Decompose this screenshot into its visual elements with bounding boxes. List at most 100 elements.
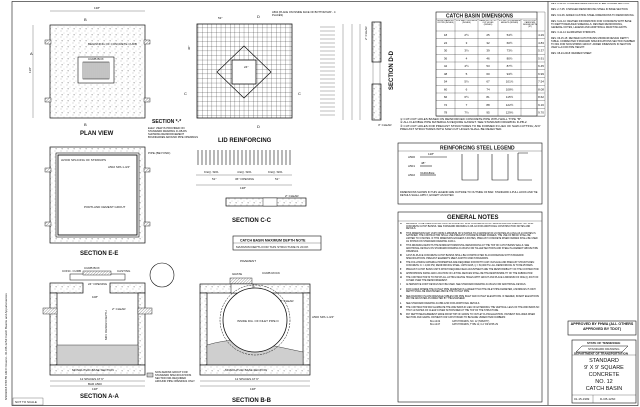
table-cell: 4½ [464, 64, 469, 68]
ee-grout-label: PORTLAND CEMENT GROUT [84, 205, 126, 209]
table-cell: 5.37 [538, 49, 544, 53]
section-d-d: 2" CLEAR 3" CLEAR SECTION D-D [364, 21, 395, 127]
cc-total: 138" [240, 186, 246, 190]
note-text: THIS DIMENSION MAY VARY FROM A MINIMUM O… [406, 232, 538, 243]
dd-clear-top: 2" CLEAR [364, 26, 368, 40]
lid-reinforcing: 24" 53" 30" A504 (PLACE ON INSIDE FACE O… [184, 11, 361, 144]
cut-line-a: A [30, 51, 33, 56]
rebar-legend: REINFORCING STEEL LEGEND A500 128" A501 … [397, 142, 543, 205]
table-cell: 60½ [507, 41, 513, 45]
cc-spacing-mid: 4 EQ. SPA. [237, 170, 252, 174]
revision-entry: REV. 9-9-06: ADDED CASTING STEEL DIMENSI… [551, 13, 635, 17]
table-cell: 48 [444, 72, 448, 76]
rebar-len-a500: 128" [428, 152, 434, 156]
note-text: PRECAST CATCH BASIN UNITS WHICH REQUIRE … [406, 268, 540, 271]
table-header-cell: DIAMETER OF CUT-OUT HOLES (INCHES) [479, 19, 497, 26]
table-cell: 24 [444, 41, 448, 45]
table-cell: 115½ [506, 95, 514, 99]
note-letter: F [400, 268, 402, 271]
pay-item-number: 611-12.07 [430, 323, 441, 326]
note-text: THE FOLLOWING MATERIAL PROPERTIES ARE RE… [406, 261, 535, 267]
revision-entry: REV. 06-15-15: REVISED CATCH BASIN MINIM… [551, 37, 635, 50]
note-text: THIS DRAWING DEPICTS THE MINIMUM HORIZON… [406, 245, 538, 253]
bb-label-pipe: INSIDE DIA. OF INLET PIPE D [237, 319, 279, 323]
max-depth-title: CATCH BASIN MAXIMUM DEPTH NOTE [240, 239, 306, 243]
table-cell: 5.91 [538, 56, 544, 60]
cc-dim-opening: 36" OPENING [235, 177, 255, 181]
table-cell: 9.70 [538, 111, 544, 115]
dimensions-table-title: CATCH BASIN DIMENSIONS [446, 14, 514, 20]
plan-view: CURB BOX BEGINNING OF CONCRETE CURB 138"… [28, 6, 151, 137]
cut-line-c-left: C [184, 91, 187, 96]
rebar-mark-a500: A500 [408, 155, 415, 159]
table-cell: 67 [486, 80, 490, 84]
table-cell: 54½ [507, 33, 513, 37]
section-star-title: SECTION *-* [152, 119, 181, 125]
rebar-shapes [461, 152, 532, 181]
table-cell: 88 [486, 103, 490, 107]
note-letter: J [400, 288, 402, 291]
not-to-scale-box [12, 397, 44, 406]
table-cell: 18 [444, 33, 448, 37]
drawing-number: D-CB-12SF [600, 397, 616, 401]
lid-dim2: 30" [187, 46, 191, 50]
section-e-e: AVOID SPLICING OF STIRRUPS A502 SPA 1-3/… [44, 146, 170, 257]
aa-label-bar: BAR A500 [88, 382, 102, 386]
grate-icon [82, 61, 110, 80]
aa-label-casting: CASTING [117, 269, 131, 273]
table-cell: 6 [466, 87, 468, 91]
table-header-cell: PIPE WALL THICKNESS (INCHES) [455, 19, 478, 24]
ee-bar-label: A502 SPA 1-3/4" [108, 165, 130, 169]
pay-item-desc: CATCH BASINS, TYPE 12, 0-4' OR 20'PLUS [452, 323, 498, 326]
note-text: PAY DEPTH MEASUREMENT MADE FROM TOP OF G… [406, 314, 535, 319]
note-letter: K [400, 295, 402, 298]
aa-label-curb-box: CURB BOX [84, 266, 100, 270]
table-cell: 73½ [507, 49, 513, 53]
cc-dim-right: 51" [275, 177, 279, 181]
note-letter: B [400, 232, 402, 235]
section-b-b-title: SECTION B-B [232, 398, 272, 404]
max-depth-note: CATCH BASIN MAXIMUM DEPTH NOTE MAXIMUM D… [232, 235, 322, 251]
note-letter: N [400, 314, 402, 316]
table-cell: 42 [444, 64, 448, 68]
table-header-cell: INSIDE DIAMETER OF PIPE (INCHES) [437, 19, 454, 24]
note-letter: D [400, 254, 402, 257]
table-cell: 122½ [506, 103, 514, 107]
diagonal-bars [216, 45, 272, 99]
curb-note: BEGINNING OF CONCRETE CURB [88, 42, 137, 46]
revision-entry: REV. 8-11-03: CHANGED REINFORCING STEEL … [551, 3, 630, 5]
cc-dim-left: 51" [212, 177, 216, 181]
table-cell: 6.99 [538, 72, 544, 76]
note-text: FOR CASES WHERE THE OUTLET PIPE DIAMETER… [406, 288, 536, 294]
table-cell: 3½ [464, 49, 469, 53]
table-cell: 36 [444, 56, 448, 60]
general-note-item: E THE FOLLOWING MATERIAL PROPERTIES ARE R… [400, 262, 540, 267]
note-letter: E [400, 261, 402, 264]
lid-opening [231, 59, 257, 85]
title-line-3: CONCRETE [589, 372, 620, 378]
file-path-stamp: 8/30/2018 8:58:55 AM C:\Users\...\D-CB-1… [4, 293, 8, 400]
inlet-pipe-circle [222, 287, 288, 353]
table-cell: 9.16 [538, 103, 544, 107]
revision-entry: REV. 08-24-2018: REDREW SHEET. [551, 51, 593, 55]
bb-label-curb-rock: CURB ROCK [262, 271, 280, 275]
table-cell: 7.54 [538, 80, 544, 84]
pay-item-desc: CATCH BASINS, NO. 12 (TWENTY) [452, 321, 490, 323]
aa-label-base: MONOLITHIC BASE SECTION [72, 368, 114, 372]
plan-view-title: PLAN VIEW [80, 131, 114, 137]
aa-label-108: 108" [92, 295, 98, 299]
table-cell: 4.83 [538, 41, 544, 45]
lid-opening-dim: 24" [244, 65, 248, 69]
table-header-cell: FOR CUT-OUT CASES MIN. DESIGN DEPTH (FT) [522, 19, 538, 29]
general-note-item: F PRECAST CATCH BASIN UNITS WHICH REQUIRE… [400, 269, 540, 272]
grout-legend-text: NON-SHRINK GROUT FOR STANDARD SPECIFICAT… [155, 371, 195, 383]
department-label: DEPARTMENT OF TRANSPORTATION [574, 352, 628, 356]
note-text: THE CONTRACTOR IS TO PATCH ALL LIFTING D… [406, 277, 539, 283]
table-cell: 8.08 [538, 87, 544, 91]
table-cell: 4.29 [538, 33, 544, 37]
